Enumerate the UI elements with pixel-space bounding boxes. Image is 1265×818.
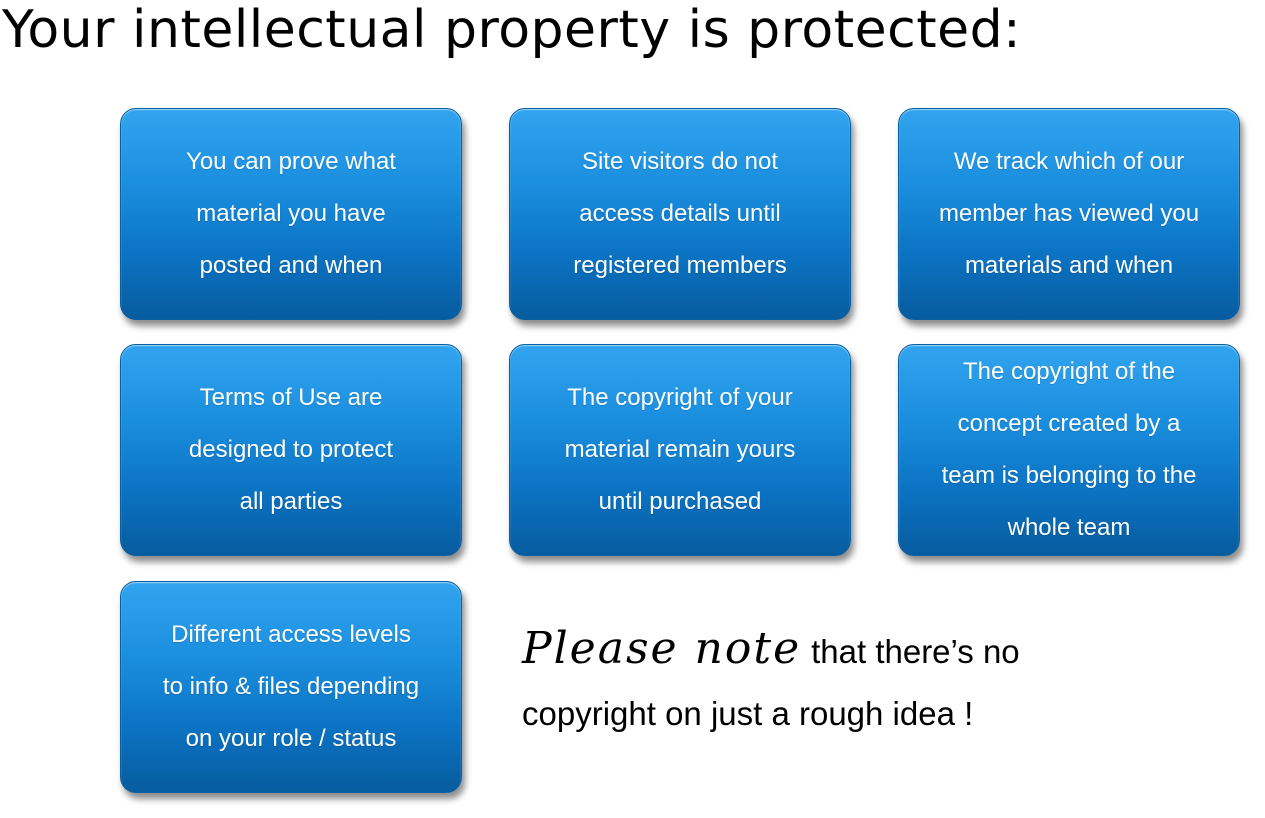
page-title: Your intellectual property is protected: xyxy=(2,0,1022,60)
box-line: all parties xyxy=(239,488,343,515)
box-line: member has viewed you xyxy=(938,200,1200,227)
box-line: You can prove what xyxy=(186,148,396,175)
note-line-1-rest: that there’s no xyxy=(811,633,1020,670)
box-line: on your role / status xyxy=(185,725,397,752)
info-box-track-views: We track which of our member has viewed … xyxy=(898,108,1240,320)
box-line: concept created by a xyxy=(957,410,1181,437)
box-line: team is belonging to the xyxy=(941,462,1197,489)
box-line: The copyright of the xyxy=(962,358,1176,385)
info-box-copyright-yours: The copyright of your material remain yo… xyxy=(509,344,851,556)
box-line: access details until xyxy=(579,200,781,227)
box-line: whole team xyxy=(1007,514,1131,541)
box-line: designed to protect xyxy=(188,436,394,463)
info-box-prove-material: You can prove what material you have pos… xyxy=(120,108,462,320)
box-line: materials and when xyxy=(964,252,1174,279)
box-line: posted and when xyxy=(199,252,383,279)
box-line: until purchased xyxy=(598,488,762,515)
box-line: Terms of Use are xyxy=(199,384,383,411)
box-line: Site visitors do not xyxy=(581,148,779,175)
note-line-2: copyright on just a rough idea ! xyxy=(522,695,974,732)
box-line: The copyright of your xyxy=(567,384,793,411)
info-box-terms-of-use: Terms of Use are designed to protect all… xyxy=(120,344,462,556)
box-line: material you have xyxy=(196,200,386,227)
info-box-team-copyright: The copyright of the concept created by … xyxy=(898,344,1240,556)
box-line: We track which of our xyxy=(953,148,1185,175)
info-box-access-levels: Different access levels to info & files … xyxy=(120,581,462,793)
box-line: to info & files depending xyxy=(162,673,420,700)
box-line: registered members xyxy=(573,252,787,279)
info-box-site-visitors: Site visitors do not access details unti… xyxy=(509,108,851,320)
box-line: Different access levels xyxy=(171,621,411,648)
note-script-text: Please note xyxy=(522,623,802,674)
box-line: material remain yours xyxy=(564,436,796,463)
